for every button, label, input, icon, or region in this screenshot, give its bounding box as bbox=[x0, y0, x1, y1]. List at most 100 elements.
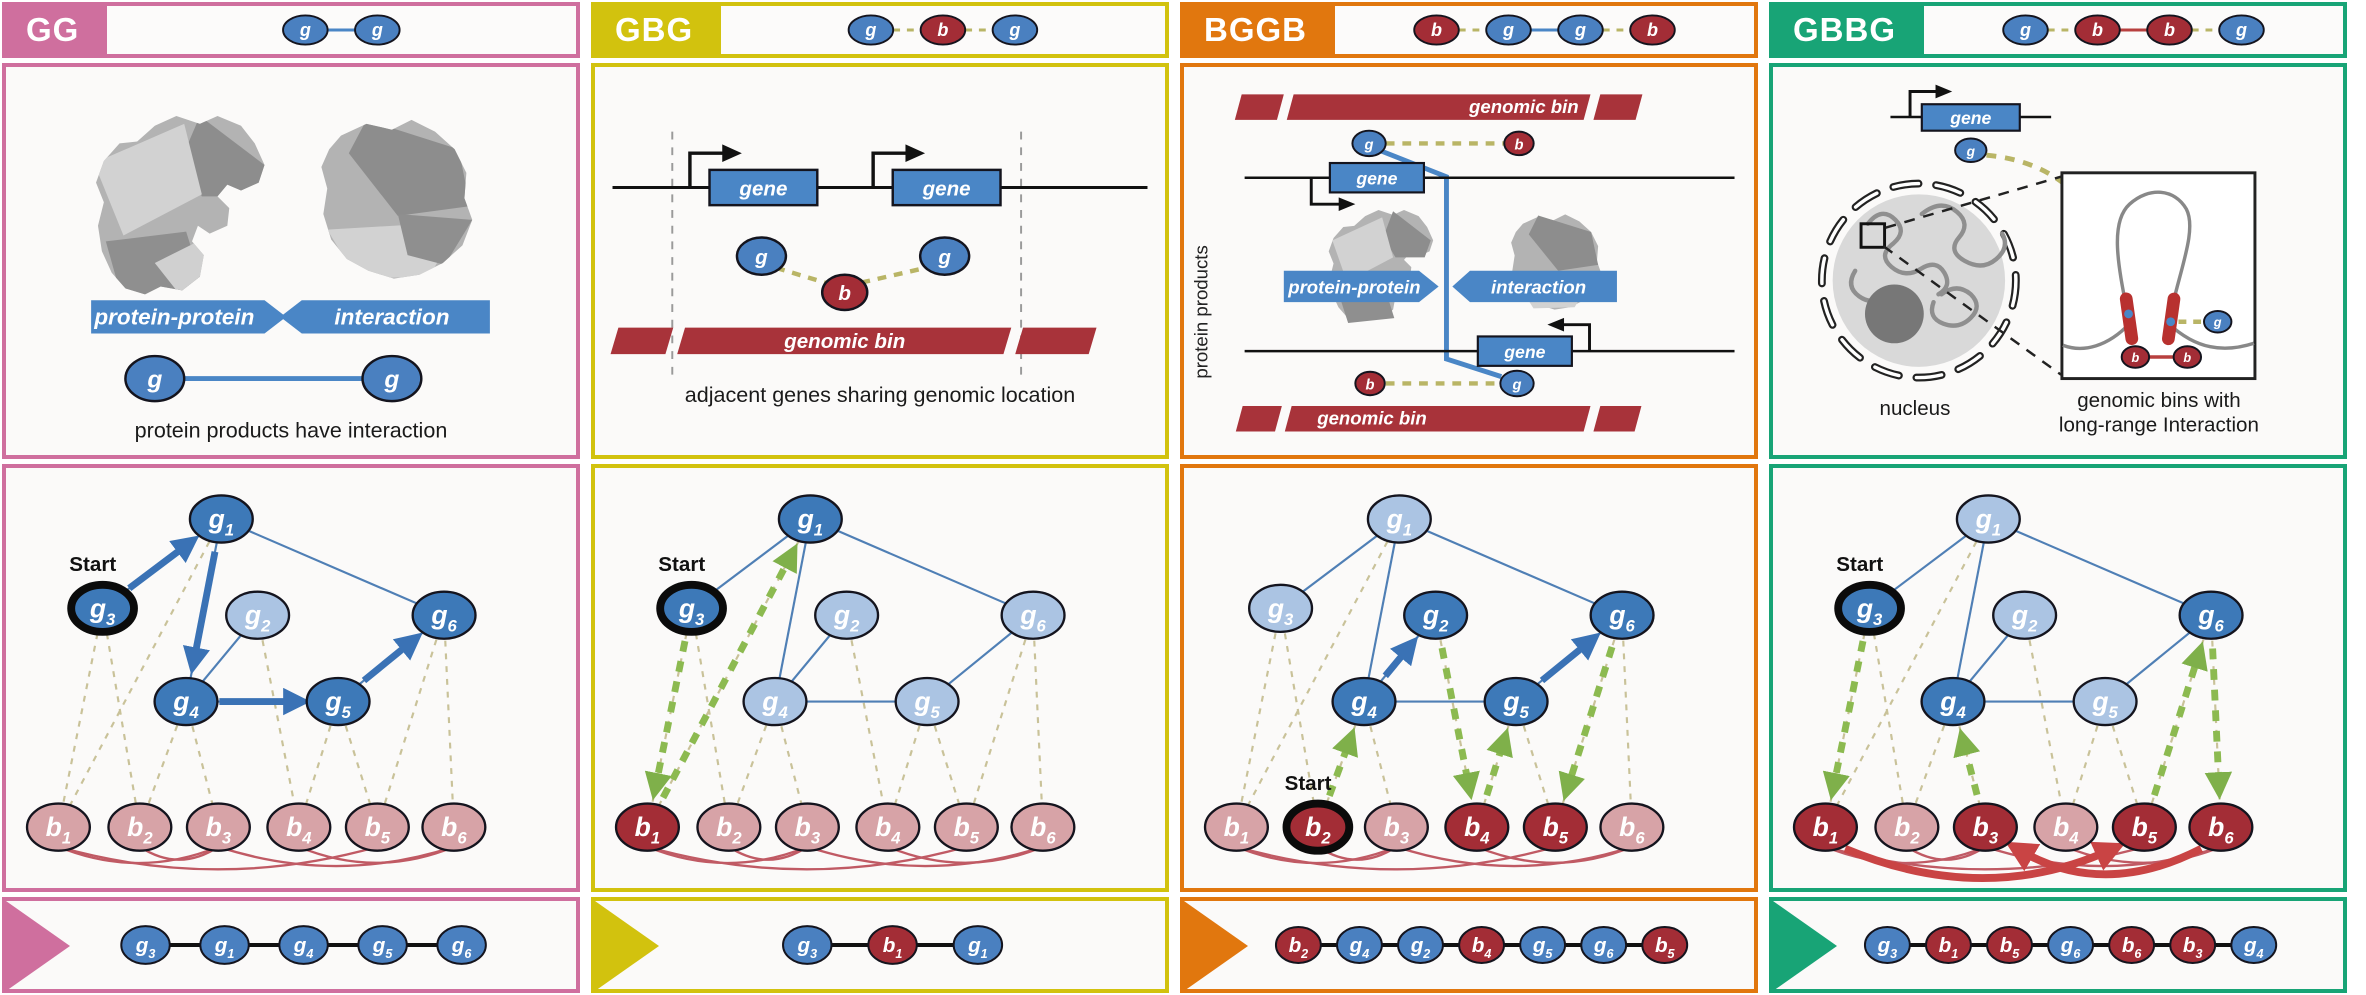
graph-node-b3-label: b3 bbox=[795, 812, 821, 847]
output-node-g4 bbox=[2230, 926, 2278, 964]
graph-node-g1 bbox=[188, 494, 254, 544]
bin-node-top-label: b bbox=[1514, 137, 1523, 153]
bggb-illustration-svg: genomic bin g b gene protein products bbox=[1190, 94, 1735, 432]
walk-edge-g2-b4 bbox=[1438, 647, 1480, 801]
membership-edge-g4-b3 bbox=[1951, 701, 1987, 828]
output-node-b2-label: b2 bbox=[1289, 934, 1309, 961]
graph-node-b4 bbox=[266, 802, 332, 852]
output-node-g6 bbox=[2047, 926, 2095, 964]
graph-node-g2-label: g2 bbox=[2011, 600, 2038, 635]
walk-edge-b5-g6 bbox=[2151, 641, 2208, 797]
walk-edge-b3-g4 bbox=[1953, 728, 1981, 796]
motif-node-1 bbox=[1485, 14, 1532, 46]
graph-node-b1 bbox=[1792, 802, 1859, 852]
output-node-g3-label: g3 bbox=[796, 934, 817, 961]
walk-edge-g3-g1 bbox=[127, 535, 200, 592]
graph-node-b4-label: b4 bbox=[1464, 812, 1489, 847]
ppi-banner-right bbox=[1452, 270, 1617, 303]
graph-node-g4 bbox=[153, 676, 219, 727]
graph-node-g1-label: g1 bbox=[797, 504, 823, 539]
membership-edge-g6-b5 bbox=[965, 614, 1035, 828]
output-node-b2 bbox=[1274, 926, 1322, 964]
graph-node-b2 bbox=[696, 802, 762, 852]
bin-interaction-edge-b2-b3 bbox=[139, 845, 220, 861]
graph-node-b5-label: b5 bbox=[954, 812, 980, 847]
gene-box-2-label: gene bbox=[922, 177, 971, 200]
graph-node-b1-label: b1 bbox=[46, 812, 71, 847]
membership-edge-g4-b2 bbox=[138, 701, 188, 828]
output-node-b5-label: b5 bbox=[2000, 934, 2021, 961]
gbg-caption: adjacent genes sharing genomic location bbox=[685, 382, 1076, 407]
membership-edge-g5-b4 bbox=[2064, 701, 2107, 828]
motif-node-1 bbox=[919, 14, 967, 46]
motif-node-0-label: g bbox=[865, 20, 877, 40]
graph-node-g2-label: g2 bbox=[833, 600, 860, 635]
graph-node-g6 bbox=[411, 590, 477, 640]
bin-bar-bottom bbox=[1284, 406, 1591, 432]
graph-node-g3-label: g3 bbox=[89, 593, 116, 628]
bin-interaction-edge-b3-b6 bbox=[807, 845, 1044, 868]
membership-edge-g4-b2 bbox=[1905, 701, 1955, 828]
bin-interaction-edge-b2-b3 bbox=[1906, 845, 1987, 861]
graph-node-g6-label: g6 bbox=[430, 600, 457, 635]
protein-blob-left-icon bbox=[96, 115, 265, 295]
walk-edge-g5-g6 bbox=[361, 632, 423, 684]
output-node-b5 bbox=[1986, 926, 2033, 964]
graph-node-b5 bbox=[2111, 802, 2177, 852]
promoter-arrowhead-2 bbox=[1547, 317, 1565, 332]
walk-edge-g3-b1 bbox=[1822, 640, 1867, 801]
graph-node-b3 bbox=[185, 802, 251, 852]
membership-edge-g5-b5 bbox=[2104, 701, 2146, 828]
walk-edge-g4-g2 bbox=[1382, 636, 1419, 679]
bin-bar-bottom-stub-left bbox=[1235, 406, 1282, 432]
graph-node-b5-label: b5 bbox=[1543, 812, 1569, 847]
motif-node-1 bbox=[354, 14, 401, 46]
bin-interaction-edge-b3-b6 bbox=[1396, 845, 1633, 868]
walk-edge-g6-b5 bbox=[1558, 645, 1616, 801]
output-node-b5-label: b5 bbox=[1655, 934, 1676, 961]
motif-node-1-label: b bbox=[2092, 20, 2103, 40]
graph-node-b4 bbox=[855, 802, 921, 852]
output-node-b6 bbox=[2108, 926, 2156, 964]
protein-blob-right-icon bbox=[321, 119, 473, 279]
bin-interaction-edge-b1-b5 bbox=[58, 845, 378, 871]
gene-box-1-label: gene bbox=[738, 177, 787, 200]
output-node-g5 bbox=[1519, 926, 1567, 964]
motif-node-3 bbox=[2218, 14, 2265, 46]
output-node-g6 bbox=[1580, 926, 1628, 964]
promoter-arrow-1 bbox=[1309, 177, 1341, 206]
gbg-output-arrow-icon bbox=[595, 901, 659, 991]
panel-gg-illustration: protein-protein interaction g g protein … bbox=[2, 63, 580, 459]
graph-node-b2 bbox=[1874, 802, 1940, 852]
panel-gbg-illustration: gene gene g g b genomic bin bbox=[591, 63, 1169, 459]
gene-node-bottom bbox=[1499, 369, 1535, 398]
nucleus-caption: nucleus bbox=[1880, 397, 1951, 420]
graph-node-g4-label: g4 bbox=[172, 687, 198, 722]
motif-node-2-label: b bbox=[2164, 20, 2175, 40]
output-node-b4-label: b4 bbox=[1472, 934, 1492, 961]
gene-box-2-label: gene bbox=[1503, 342, 1545, 362]
graph-node-g2-label: g2 bbox=[1422, 600, 1449, 635]
membership-edge-g3-b2 bbox=[690, 608, 730, 828]
membership-edge-g5-b4 bbox=[1475, 701, 1518, 828]
membership-edge-g6-b5 bbox=[1554, 614, 1624, 828]
graph-node-g6-label: g6 bbox=[1608, 600, 1635, 635]
chromatin-loop-inset: g b b bbox=[2060, 171, 2257, 381]
motif-node-2 bbox=[1557, 14, 1604, 46]
membership-edge-g3-b1 bbox=[57, 608, 104, 828]
gbbg-output-arrow-icon bbox=[1773, 901, 1837, 991]
gene-node-top bbox=[1954, 137, 1988, 164]
bin-interaction-edge-b2-b3 bbox=[728, 845, 809, 861]
graph-node-b5 bbox=[933, 802, 999, 852]
membership-edge-g3-b1 bbox=[1235, 608, 1282, 828]
output-node-g1 bbox=[952, 925, 1004, 965]
